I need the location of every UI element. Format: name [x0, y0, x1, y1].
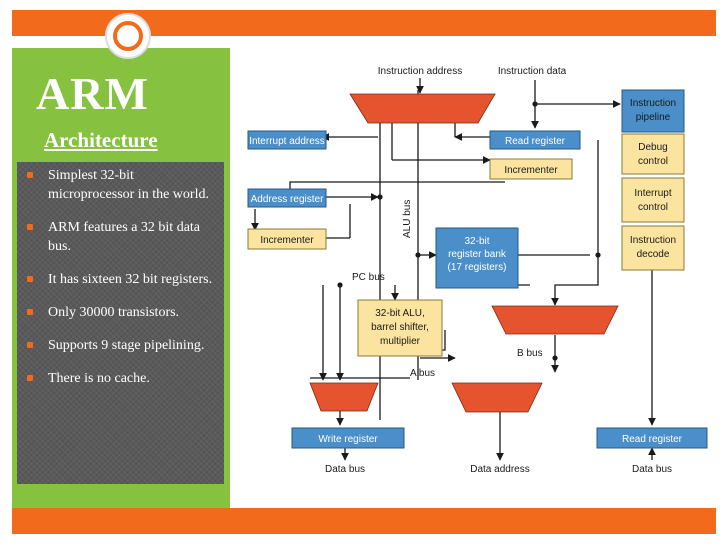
bullet-item: Supports 9 stage pipelining. — [17, 336, 224, 355]
instruction-decode-line-2: decode — [637, 249, 670, 260]
bullet-item: There is no cache. — [17, 369, 224, 388]
alu-bus-label: ALU bus — [402, 200, 413, 238]
read-register-top-text: Read register — [505, 136, 566, 147]
bullet-icon — [27, 224, 33, 230]
bullet-item: Simplest 32-bit microprocessor in the wo… — [17, 166, 224, 204]
pc-bus-label: PC bus — [352, 272, 385, 283]
debug-control-line-2: control — [638, 156, 668, 167]
interrupt-control-box — [621, 177, 685, 223]
slide-title: ARM — [36, 68, 149, 119]
data-address-label: Data address — [470, 464, 529, 475]
bullet-icon — [27, 342, 33, 348]
interrupt-address-text: Interrupt address — [249, 136, 325, 147]
data-address-mux — [451, 382, 543, 413]
read-register-bottom-box — [596, 427, 708, 449]
instruction-pipeline-line-1: Instruction — [630, 98, 676, 109]
write-register-box — [291, 427, 405, 449]
a-bus-label: A bus — [410, 368, 435, 379]
address-mux — [349, 93, 496, 124]
instruction-decode-box — [621, 225, 685, 271]
alu-line-2: barrel shifter, — [371, 322, 429, 333]
b-bus-label: B bus — [517, 348, 543, 359]
register-bank-line-2: register bank — [448, 249, 507, 260]
alu-box — [357, 299, 443, 357]
bullet-item: Only 30000 transistors. — [17, 303, 224, 322]
register-bank-box — [435, 227, 519, 289]
address-register-text: Address register — [251, 194, 324, 205]
debug-control-line-1: Debug — [638, 142, 667, 153]
bottom-accent-bar — [12, 508, 716, 534]
address-register-box — [247, 188, 327, 208]
bullet-icon — [27, 309, 33, 315]
read-register-top-box — [489, 130, 581, 150]
register-bank-line-3: (17 registers) — [448, 262, 507, 273]
ring-ornament-icon — [105, 13, 151, 59]
read-register-bottom-text: Read register — [622, 434, 683, 445]
incrementer-top-text: Incrementer — [504, 165, 558, 176]
register-bank-line-1: 32-bit — [464, 236, 489, 247]
data-bus-left-label: Data bus — [325, 464, 365, 475]
instruction-pipeline-line-2: pipeline — [636, 112, 671, 123]
instruction-data-label: Instruction data — [498, 66, 567, 77]
bullet-icon — [27, 172, 33, 178]
write-mux — [309, 382, 379, 412]
instruction-address-label: Instruction address — [378, 66, 463, 77]
instruction-decode-line-1: Instruction — [630, 235, 676, 246]
debug-control-box — [621, 133, 685, 175]
incrementer-left-box — [247, 228, 327, 250]
incrementer-left-text: Incrementer — [260, 235, 314, 246]
bullet-item: It has sixteen 32 bit registers. — [17, 270, 224, 289]
alu-line-1: 32-bit ALU, — [375, 308, 424, 319]
interrupt-address-box — [247, 130, 327, 150]
b-bus-mux — [491, 305, 619, 335]
bullet-item: ARM features a 32 bit data bus. — [17, 218, 224, 256]
bullet-icon — [27, 375, 33, 381]
interrupt-control-line-2: control — [638, 202, 668, 213]
arm-architecture-diagram: Instruction address Instruction data Int… — [230, 48, 716, 508]
bullet-list-panel: Simplest 32-bit microprocessor in the wo… — [17, 162, 224, 484]
data-bus-right-label: Data bus — [632, 464, 672, 475]
bullet-icon — [27, 276, 33, 282]
slide-subtitle: Architecture — [44, 128, 158, 152]
instruction-pipeline-box — [621, 89, 685, 133]
alu-line-3: multiplier — [380, 336, 421, 347]
write-register-text: Write register — [318, 434, 378, 445]
incrementer-top-box — [489, 158, 573, 180]
interrupt-control-line-1: Interrupt — [634, 188, 671, 199]
